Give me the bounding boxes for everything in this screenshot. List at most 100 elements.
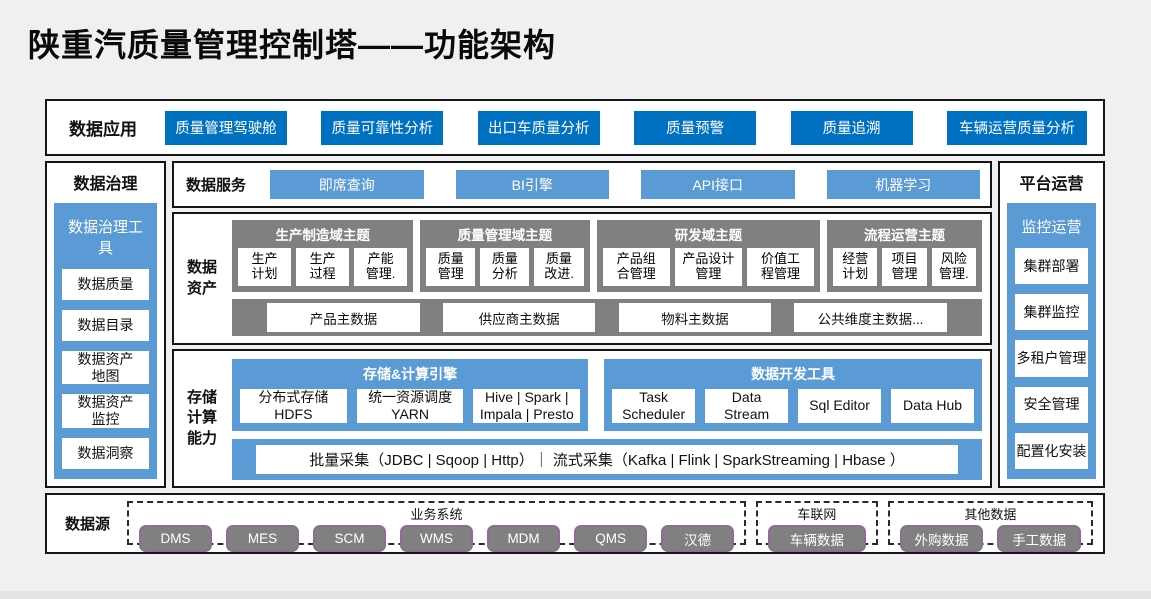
- service-block: 即席查询: [270, 170, 424, 199]
- data-assets-section: 数据 资产 生产制造域主题 生产 计划生产 过程产能 管理. 质量管理域主题 质…: [172, 212, 992, 345]
- platform-item: 安全管理: [1015, 386, 1088, 423]
- source-system: 汉德: [661, 525, 735, 552]
- page-title: 陕重汽质量管理控制塔——功能架构: [28, 27, 557, 63]
- service-block: 机器学习: [826, 170, 980, 199]
- platform-item: 集群部署: [1015, 248, 1088, 285]
- theme-item: 产能 管理.: [354, 248, 408, 286]
- master-data-bar: 产品主数据供应商主数据物料主数据公共维度主数据...: [232, 299, 982, 336]
- data-sources-groups: 业务系统 DMS MES SCM WMS MDM QMS 汉德 车联网 车辆数据 其他数据 …: [127, 501, 1093, 552]
- theme-item: 价值工 程管理: [746, 248, 815, 286]
- theme-process-ops: 流程运营主题 经营 计划项目 管理风险 管理.: [827, 220, 982, 292]
- source-group-title: 车联网: [797, 507, 837, 522]
- platform-operations-items: 集群部署集群监控多租户管理安全管理配置化安装: [1015, 248, 1088, 470]
- ingestion-bar: 批量采集（JDBC | Sqoop | Http）｜ 流式采集（Kafka | …: [232, 438, 982, 480]
- source-group-title: 其他数据: [964, 507, 1017, 522]
- data-services-section: 数据服务 即席查询 BI引擎 API接口 机器学习: [172, 161, 992, 208]
- ingestion-text: 批量采集（JDBC | Sqoop | Http）｜ 流式采集（Kafka | …: [256, 444, 958, 474]
- theme-item: 质量 分析: [480, 248, 530, 286]
- source-system: 外购数据: [899, 525, 984, 552]
- source-system: SCM: [313, 525, 387, 552]
- theme-item: 质量 改进.: [534, 248, 584, 286]
- theme-item: 生产 过程: [296, 248, 350, 286]
- data-governance-section: 数据治理 数据治理工具 数据质量数据目录数据资产 地图数据资产 监控数据洞察: [45, 161, 166, 488]
- data-governance-label: 数据治理: [73, 176, 138, 193]
- source-system: DMS: [139, 525, 213, 552]
- platform-operations-panel-title: 监控运营: [1021, 219, 1082, 236]
- data-application-label: 数据应用: [69, 120, 137, 139]
- dev-tool-item: Sql Editor: [798, 389, 882, 423]
- engine-item: 统一资源调度 YARN: [356, 389, 464, 423]
- source-system: 手工数据: [997, 525, 1081, 552]
- service-block: API接口: [641, 170, 795, 199]
- data-sources-label: 数据源: [65, 515, 111, 533]
- theme-item: 风险 管理.: [931, 248, 976, 286]
- application-block: 车辆运营质量分析: [946, 110, 1087, 145]
- data-governance-items: 数据质量数据目录数据资产 地图数据资产 监控数据洞察: [62, 269, 149, 469]
- source-group-other-data: 其他数据 外购数据手工数据: [887, 501, 1093, 552]
- platform-item: 集群监控: [1015, 294, 1088, 331]
- dev-tool-item: Task Scheduler: [612, 389, 696, 423]
- theme-item: 产品设计 管理: [674, 248, 742, 286]
- governance-item: 数据目录: [62, 309, 149, 341]
- platform-operations-label: 平台运营: [1019, 176, 1084, 193]
- storage-compute-label: 存储 计算 能力: [186, 389, 217, 447]
- data-services-buttons: 即席查询 BI引擎 API接口 机器学习: [270, 170, 980, 199]
- theme-quality: 质量管理域主题 质量 管理质量 分析质量 改进.: [420, 220, 590, 292]
- dev-tool-item: Data Stream: [705, 389, 789, 423]
- theme-rnd: 研发域主题 产品组 合管理产品设计 管理价值工 程管理: [596, 220, 821, 292]
- theme-title: 生产制造域主题: [275, 228, 370, 243]
- bottom-strip: [0, 591, 1151, 599]
- group-title: 存储&计算引擎: [363, 366, 458, 382]
- source-system: QMS: [574, 525, 648, 552]
- data-application-section: 数据应用 质量管理驾驶舱质量可靠性分析出口车质量分析质量预警质量追溯车辆运营质量…: [45, 99, 1105, 156]
- governance-item: 数据质量: [62, 269, 149, 300]
- platform-operations-section: 平台运营 监控运营 集群部署集群监控多租户管理安全管理配置化安装: [998, 161, 1105, 488]
- storage-groups-row: 存储&计算引擎 分布式存储 HDFS 统一资源调度 YARN Hive | Spar…: [232, 359, 982, 431]
- application-block: 出口车质量分析: [477, 110, 600, 145]
- engine-item: Hive | Spark | Impala | Presto: [473, 389, 581, 423]
- storage-compute-section: 存储 计算 能力 存储&计算引擎 分布式存储 HDFS 统一资源调度 YARN Hi…: [172, 349, 992, 488]
- data-sources-section: 数据源 业务系统 DMS MES SCM WMS MDM QMS 汉德 车联网 车辆数据 其…: [45, 493, 1105, 554]
- engine-item: 分布式存储 HDFS: [240, 389, 347, 423]
- data-governance-panel: 数据治理工具 数据质量数据目录数据资产 地图数据资产 监控数据洞察: [54, 203, 157, 479]
- master-data-item: 产品主数据: [267, 303, 420, 332]
- source-system: 车辆数据: [768, 525, 866, 552]
- dev-tool-item: Data Hub: [891, 389, 975, 423]
- source-system: MDM: [487, 525, 561, 552]
- theme-production: 生产制造域主题 生产 计划生产 过程产能 管理.: [232, 220, 414, 292]
- source-group-business-systems: 业务系统 DMS MES SCM WMS MDM QMS 汉德: [127, 501, 747, 552]
- source-system: MES: [226, 525, 300, 552]
- data-application-buttons: 质量管理驾驶舱质量可靠性分析出口车质量分析质量预警质量追溯车辆运营质量分析: [165, 110, 1087, 145]
- theme-title: 质量管理域主题: [457, 228, 553, 243]
- group-storage-engine: 存储&计算引擎 分布式存储 HDFS 统一资源调度 YARN Hive | Spar…: [232, 359, 589, 431]
- asset-themes-row: 生产制造域主题 生产 计划生产 过程产能 管理. 质量管理域主题 质量 管理质量…: [232, 220, 982, 292]
- data-governance-panel-title: 数据治理工具: [67, 219, 143, 257]
- data-assets-content: 生产制造域主题 生产 计划生产 过程产能 管理. 质量管理域主题 质量 管理质量…: [232, 220, 982, 336]
- master-data-item: 供应商主数据: [442, 303, 596, 332]
- platform-operations-panel: 监控运营 集群部署集群监控多租户管理安全管理配置化安装: [1007, 203, 1096, 479]
- theme-item: 产品组 合管理: [602, 248, 670, 286]
- storage-compute-content: 存储&计算引擎 分布式存储 HDFS 统一资源调度 YARN Hive | Spar…: [232, 359, 982, 480]
- platform-item: 多租户管理: [1015, 340, 1088, 377]
- platform-item: 配置化安装: [1015, 432, 1088, 470]
- source-group-title: 业务系统: [410, 507, 463, 522]
- theme-item: 项目 管理: [882, 248, 927, 286]
- application-block: 质量预警: [634, 110, 757, 145]
- theme-item: 质量 管理: [426, 248, 476, 286]
- theme-item: 生产 计划: [238, 248, 292, 286]
- theme-title: 研发域主题: [674, 228, 743, 243]
- master-data-item: 物料主数据: [618, 303, 772, 332]
- master-data-item: 公共维度主数据...: [794, 303, 947, 332]
- source-group-iov: 车联网 车辆数据: [756, 501, 878, 552]
- application-block: 质量管理驾驶舱: [165, 110, 287, 145]
- application-block: 质量追溯: [790, 110, 913, 145]
- service-block: BI引擎: [455, 170, 609, 199]
- data-assets-label: 数据 资产: [186, 259, 217, 297]
- governance-item: 数据资产 地图: [62, 350, 149, 385]
- theme-title: 流程运营主题: [864, 228, 946, 243]
- governance-item: 数据洞察: [62, 438, 149, 469]
- source-system: WMS: [400, 525, 474, 552]
- data-services-label: 数据服务: [186, 177, 247, 194]
- application-block: 质量可靠性分析: [321, 110, 444, 145]
